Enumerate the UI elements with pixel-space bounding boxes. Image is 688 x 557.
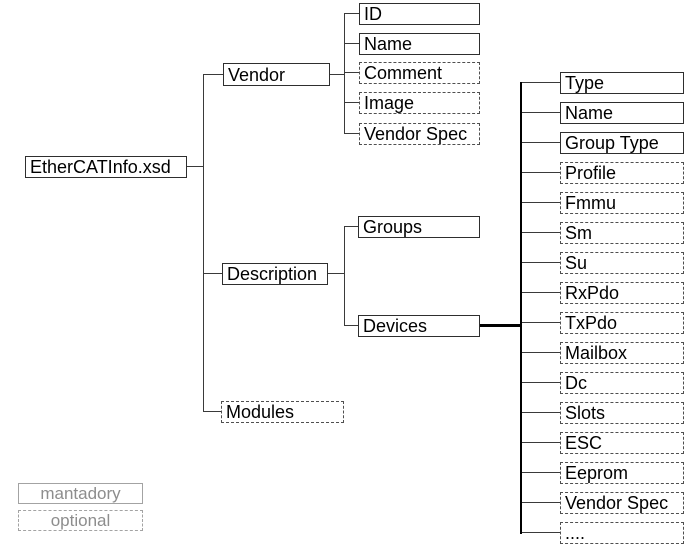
connector-to-groups	[345, 226, 358, 227]
node-slots: Slots	[560, 402, 684, 424]
node-vendor: Vendor	[223, 63, 330, 86]
connector-to-device-name	[522, 112, 560, 113]
node-profile: Profile	[560, 162, 684, 184]
connector-to-ellipsis	[522, 532, 560, 533]
node-id: ID	[359, 3, 480, 25]
connector-to-slots	[522, 412, 560, 413]
connector-to-description	[203, 273, 222, 274]
node-dc: Dc	[560, 372, 684, 394]
node-su: Su	[560, 252, 684, 274]
connector-trunk-vertical	[203, 74, 204, 412]
connector-to-esc	[522, 442, 560, 443]
connector-to-group-type	[522, 142, 560, 143]
node-vendor-name: Name	[359, 33, 480, 55]
connector-vendor-branch-vertical	[344, 13, 345, 134]
node-esc: ESC	[560, 432, 684, 454]
connector-to-sm	[522, 232, 560, 233]
connector-devices-out-thick	[480, 324, 522, 327]
connector-to-devices	[345, 325, 358, 326]
node-device-vendor-spec: Vendor Spec	[560, 492, 684, 514]
connector-root	[187, 166, 203, 167]
connector-to-device-vendor-spec	[522, 502, 560, 503]
node-eeprom: Eeprom	[560, 462, 684, 484]
node-vendor-spec: Vendor Spec	[359, 123, 480, 145]
connector-to-eeprom	[522, 472, 560, 473]
node-group-type: Group Type	[560, 132, 684, 154]
connector-to-name	[345, 43, 359, 44]
connector-to-txpdo	[522, 322, 560, 323]
connector-to-type	[522, 82, 560, 83]
node-rxpdo: RxPdo	[560, 282, 684, 304]
connector-to-modules	[203, 411, 221, 412]
node-comment: Comment	[359, 62, 480, 84]
connector-vendor-out	[330, 74, 344, 75]
connector-to-dc	[522, 382, 560, 383]
legend-mandatory: mantadory	[18, 483, 143, 504]
node-type: Type	[560, 72, 684, 94]
node-ethercatinfo-xsd: EtherCATInfo.xsd	[25, 156, 187, 178]
connector-to-fmmu	[522, 202, 560, 203]
connector-to-vendor-spec	[345, 133, 359, 134]
node-ellipsis: ....	[560, 522, 684, 544]
connector-to-id	[345, 13, 359, 14]
node-sm: Sm	[560, 222, 684, 244]
node-mailbox: Mailbox	[560, 342, 684, 364]
connector-description-branch-vertical	[344, 226, 345, 326]
connector-to-image	[345, 102, 359, 103]
node-device-name: Name	[560, 102, 684, 124]
connector-to-mailbox	[522, 352, 560, 353]
connector-to-su	[522, 262, 560, 263]
node-modules: Modules	[221, 401, 344, 423]
legend-optional: optional	[18, 510, 143, 531]
node-fmmu: Fmmu	[560, 192, 684, 214]
connector-to-rxpdo	[522, 292, 560, 293]
connector-to-vendor	[203, 74, 223, 75]
node-image: Image	[359, 92, 480, 114]
connector-devices-branch-vertical	[520, 82, 522, 534]
connector-to-comment	[345, 72, 359, 73]
node-description: Description	[222, 263, 328, 285]
node-devices: Devices	[358, 315, 480, 337]
node-groups: Groups	[358, 216, 480, 238]
node-txpdo: TxPdo	[560, 312, 684, 334]
connector-to-profile	[522, 172, 560, 173]
connector-description-out	[328, 273, 344, 274]
